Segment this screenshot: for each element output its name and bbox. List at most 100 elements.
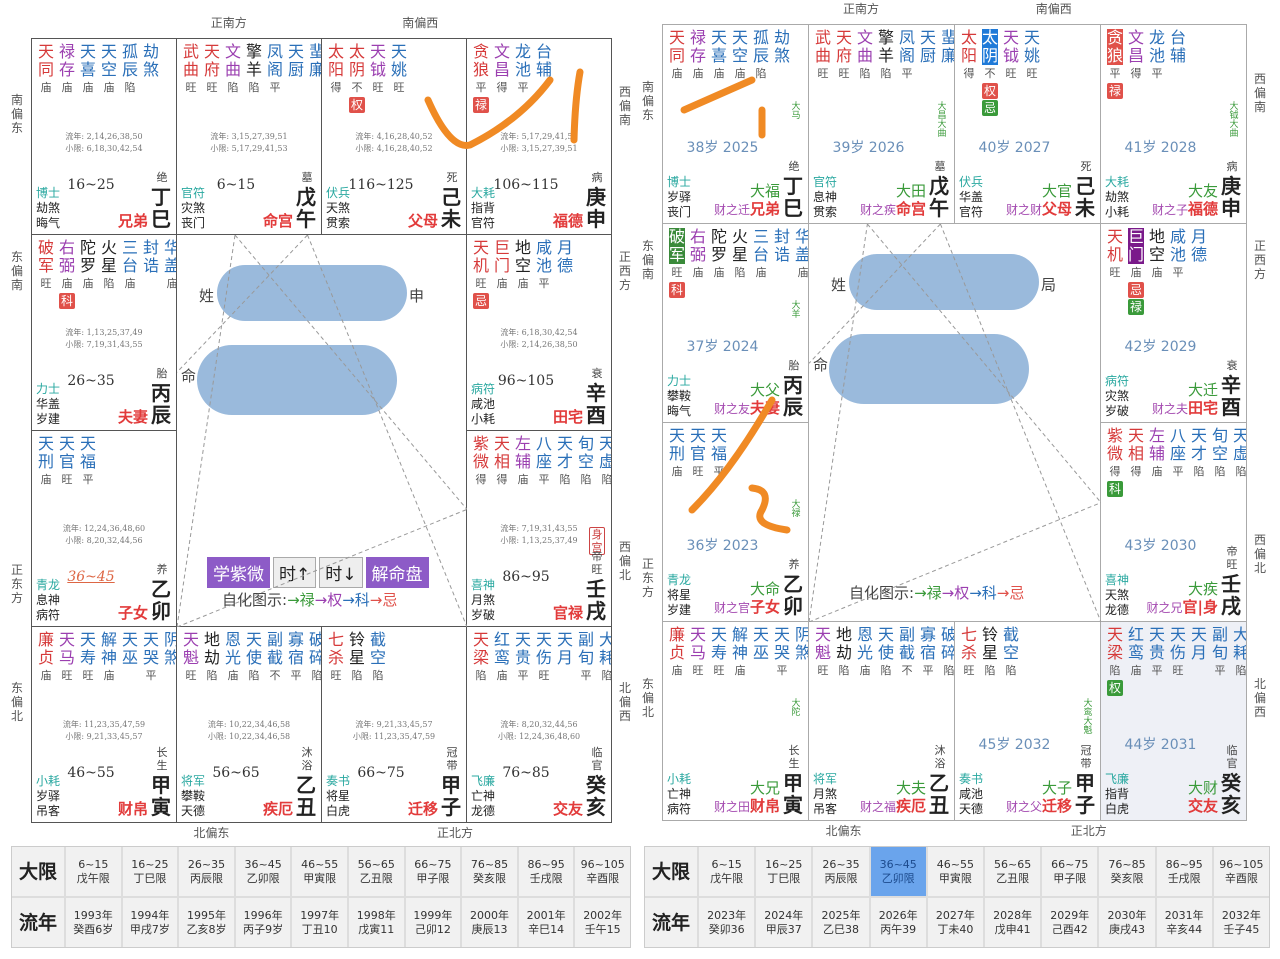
star-name-top: 大 [1233,626,1246,644]
palace-cell-yin[interactable]: 廉贞庙天马旺天寿旺解神庙天巫天哭平阴煞大陀小耗亡神病符大兄财之田财帛长生甲寅 [662,621,809,821]
center-button-0[interactable]: 学紫微 [207,557,270,588]
ganzhi: 乙丑 [295,774,317,818]
sihua-tag-科: 科 [58,293,75,309]
liunian-cell[interactable]: 2002年壬午15 [575,898,630,947]
liunian-cell[interactable]: 2026年丙午39 [870,898,926,947]
palace-cell-hai[interactable]: 天梁陷红鸾庙天贵平天伤旺天月副旬平大耗陷龙德流年: 8,20,32,44,56小… [466,626,612,823]
god-name: 月煞 [471,593,496,607]
palace-cell-chou[interactable]: 天魁旺地劫陷恩光庙天使陷副截不寡宿平破碎陷天德庙将军月煞吊客大夫财之福疾厄沐浴乙… [808,621,955,821]
star-name-top: 文 [1127,28,1144,47]
liunian-cell[interactable]: 1993年癸酉6岁 [66,898,121,947]
ganzhi: 庚申 [585,186,607,230]
liunian-cell[interactable]: 2029年己酉42 [1042,898,1098,947]
star-name-bottom: 贵 [1148,643,1165,662]
liunian-cell[interactable]: 1999年己卯12 [405,898,461,947]
center-button-1[interactable]: 时↑ [273,557,317,588]
liunian-cell[interactable]: 2032年壬子45 [1213,898,1269,947]
center-button-2[interactable]: 时↓ [319,557,363,588]
xiaoxian-line: 小限: 1,13,25,37,49 [500,536,578,545]
star-name-bottom: 厨 [287,60,304,79]
liunian-cell[interactable]: 2028年戊申41 [985,898,1041,947]
zhi: 辰 [783,395,803,419]
palace-cell-xu[interactable]: 紫微得天相得左辅庙八座平天才陷旬空陷天虚陷流年: 7,19,31,43,55小限… [466,430,612,627]
age-range: 44岁 2031 [1124,737,1197,753]
palace-cell-chen[interactable]: 破军旺科右弼庙陀罗庙火星陷三台庙封诰华盖庙37岁 2024大羊力士攀鞍晦气大父财… [662,223,809,423]
god-name: 岁建 [36,412,61,426]
liunian-cell[interactable]: 1997年丁丑10 [292,898,347,947]
star-name-bottom: 相 [493,452,510,471]
palace-cell-wu[interactable]: 武曲旺天府旺文曲陷擎羊陷凤阁平天厨蜚廉年解庙流年: 3,15,27,39,51小… [176,38,322,235]
palace-cell-chou[interactable]: 天魁旺地劫陷恩光庙天使陷副截不寡宿平破碎陷天德庙流年: 10,22,34,46,… [176,626,322,823]
liunian-line: 流年: 5,17,29,41,53 [500,132,578,141]
star-item: 禄存庙 [688,29,708,82]
palace-cell-chen[interactable]: 破军旺右弼庙科陀罗庙火星陷三台庙封诰华盖庙流年: 1,13,25,37,49小限… [31,234,177,431]
liunian-cell[interactable]: 2023年癸卯36 [699,898,755,947]
god-list: 大耗劫煞小耗 [1105,175,1129,220]
god-name: 华盖 [959,190,984,204]
liunian-cell[interactable]: 2031年辛亥44 [1156,898,1212,947]
palace-cell-hai[interactable]: 天梁陷权红鸾庙天贵平天伤旺天月副旬平大耗陷龙德44岁 2031飞廉指背白虎大财交… [1100,621,1247,821]
star-item: 天寿旺 [78,631,98,684]
palace-cell-xu[interactable]: 紫微得科天相得左辅庙八座平天才陷旬空陷天虚陷43岁 2030喜神天煞龙德大疾财之… [1100,422,1247,622]
star-brightness: 旺 [1109,266,1121,279]
liunian-cell[interactable]: 1998年戊寅11 [348,898,404,947]
star-name-top: 孤 [121,42,138,61]
star-list: 七杀旺铃星陷截空陷 [326,631,388,684]
liunian-cell[interactable]: 1996年丙子9岁 [235,898,291,947]
liunian-cell[interactable]: 2030年庚戌43 [1099,898,1155,947]
god-name: 力士 [36,382,61,396]
star-name-top: 咸 [535,238,552,257]
liunian-cell[interactable]: 2027年丁未40 [927,898,983,947]
liunian-cell[interactable]: 2024年甲辰37 [756,898,812,947]
star-item: 天才陷 [555,435,575,488]
row-label-daxian: 大限 [12,847,64,896]
liunian-ganzhi: 己酉42 [1051,922,1088,936]
liunian-cell[interactable]: 2000年庚辰13 [462,898,517,947]
center-button-3[interactable]: 解命盘 [365,557,429,588]
liunian-cell[interactable]: 2025年乙巳38 [813,898,869,947]
liunian-cell[interactable]: 2001年辛巳14 [518,898,574,947]
palace-cell-yin[interactable]: 廉贞庙天马旺天寿旺解神庙天巫天哭平阴煞流年: 11,23,35,47,59小限:… [31,626,177,823]
gan: 戊 [929,174,949,198]
zhi: 申 [586,207,606,231]
sihua-tag-禄: 禄 [1127,299,1144,315]
liunian-cell[interactable]: 1995年乙亥8岁 [179,898,234,947]
liunian-cell[interactable]: 1994年甲戌7岁 [122,898,178,947]
dayun-palace: 大迁 [1187,381,1218,399]
